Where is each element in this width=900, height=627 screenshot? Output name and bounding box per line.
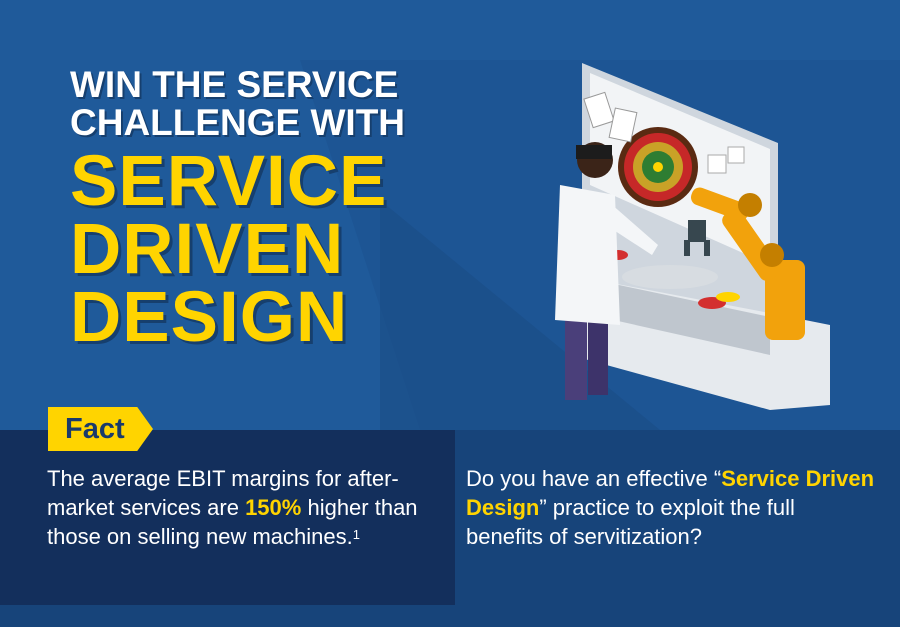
question-highlight: Service Driven Design bbox=[466, 466, 875, 520]
dice-icon-2 bbox=[727, 146, 745, 164]
playing-card-icon bbox=[583, 91, 615, 129]
fact-highlight: 150% bbox=[245, 495, 302, 520]
headline-line-1: WIN THE SERVICE bbox=[70, 64, 399, 105]
headline-line-5: DESIGN bbox=[70, 278, 349, 357]
fact-tag: Fact bbox=[48, 407, 153, 451]
question-part2: ” practice to exploit the full benefits … bbox=[466, 495, 795, 549]
headline-line-2: CHALLENGE WITH bbox=[70, 102, 406, 143]
question-part1: Do you have an effective “ bbox=[466, 466, 722, 491]
robot-arm-icon bbox=[765, 260, 805, 340]
headline: WIN THE SERVICE CHALLENGE WITH SERVICE D… bbox=[70, 64, 415, 357]
fact-text: The average EBIT margins for after-marke… bbox=[47, 464, 447, 551]
fact-text-part1: The average EBIT margins for after-marke… bbox=[47, 466, 399, 520]
casino-robot-arm-illustration bbox=[555, 63, 830, 410]
fact-text-part2: higher than those on selling new machine… bbox=[47, 495, 418, 549]
headline-line-4: DRIVEN bbox=[70, 210, 345, 289]
fact-footnote: 1 bbox=[352, 527, 360, 542]
headline-line-3: SERVICE bbox=[70, 142, 388, 221]
playing-card-icon-2 bbox=[608, 107, 638, 143]
person-icon bbox=[565, 315, 587, 400]
fact-panel bbox=[0, 430, 455, 605]
question-text: Do you have an effective “Service Driven… bbox=[466, 464, 876, 551]
dice-icon bbox=[707, 154, 727, 174]
